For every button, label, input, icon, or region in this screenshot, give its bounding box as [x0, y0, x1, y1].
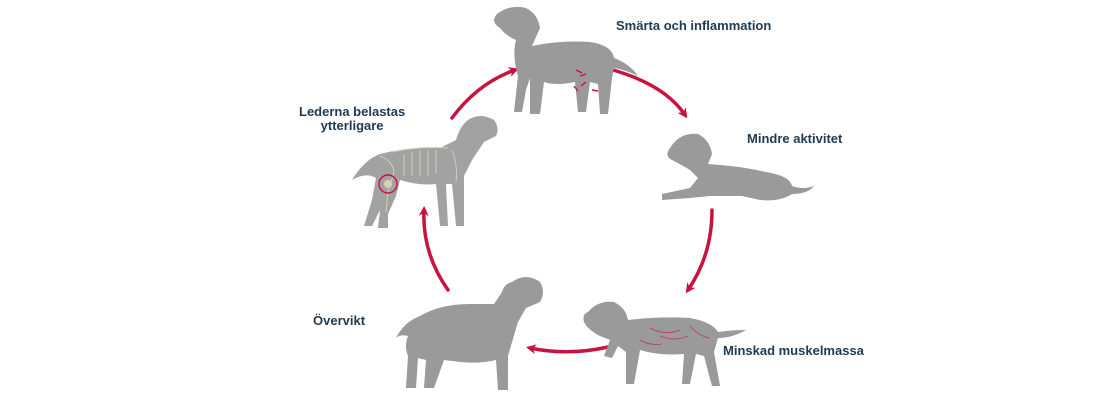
standing-dog-pain-icon — [494, 6, 638, 115]
stage-label-muscle: Minskad muskelmassa — [723, 343, 864, 358]
stage-label-joints-line-2: ytterligare — [320, 118, 384, 133]
arrow-pain-to-activity — [611, 68, 688, 119]
stage-label-joints-line-1: Lederna belastas — [299, 104, 406, 119]
stage-label-pain: Smärta och inflammation — [616, 18, 772, 33]
arrow-muscle-to-weight — [526, 344, 610, 355]
arrow-weight-to-joints — [418, 206, 450, 292]
weak-dog-icon — [583, 301, 746, 386]
stage-label-activity: Mindre aktivitet — [747, 131, 843, 146]
cycle-arrows — [418, 67, 714, 355]
arrow-activity-to-muscle — [685, 208, 714, 294]
arrow-joints-to-pain — [450, 67, 519, 120]
stage-label-overweight: Övervikt — [313, 313, 366, 328]
lying-dog-icon — [662, 133, 814, 201]
stage-label-joints: Lederna belastas ytterligare — [299, 105, 405, 133]
skeleton-dog-icon — [352, 116, 498, 228]
overweight-dog-icon — [396, 277, 543, 390]
